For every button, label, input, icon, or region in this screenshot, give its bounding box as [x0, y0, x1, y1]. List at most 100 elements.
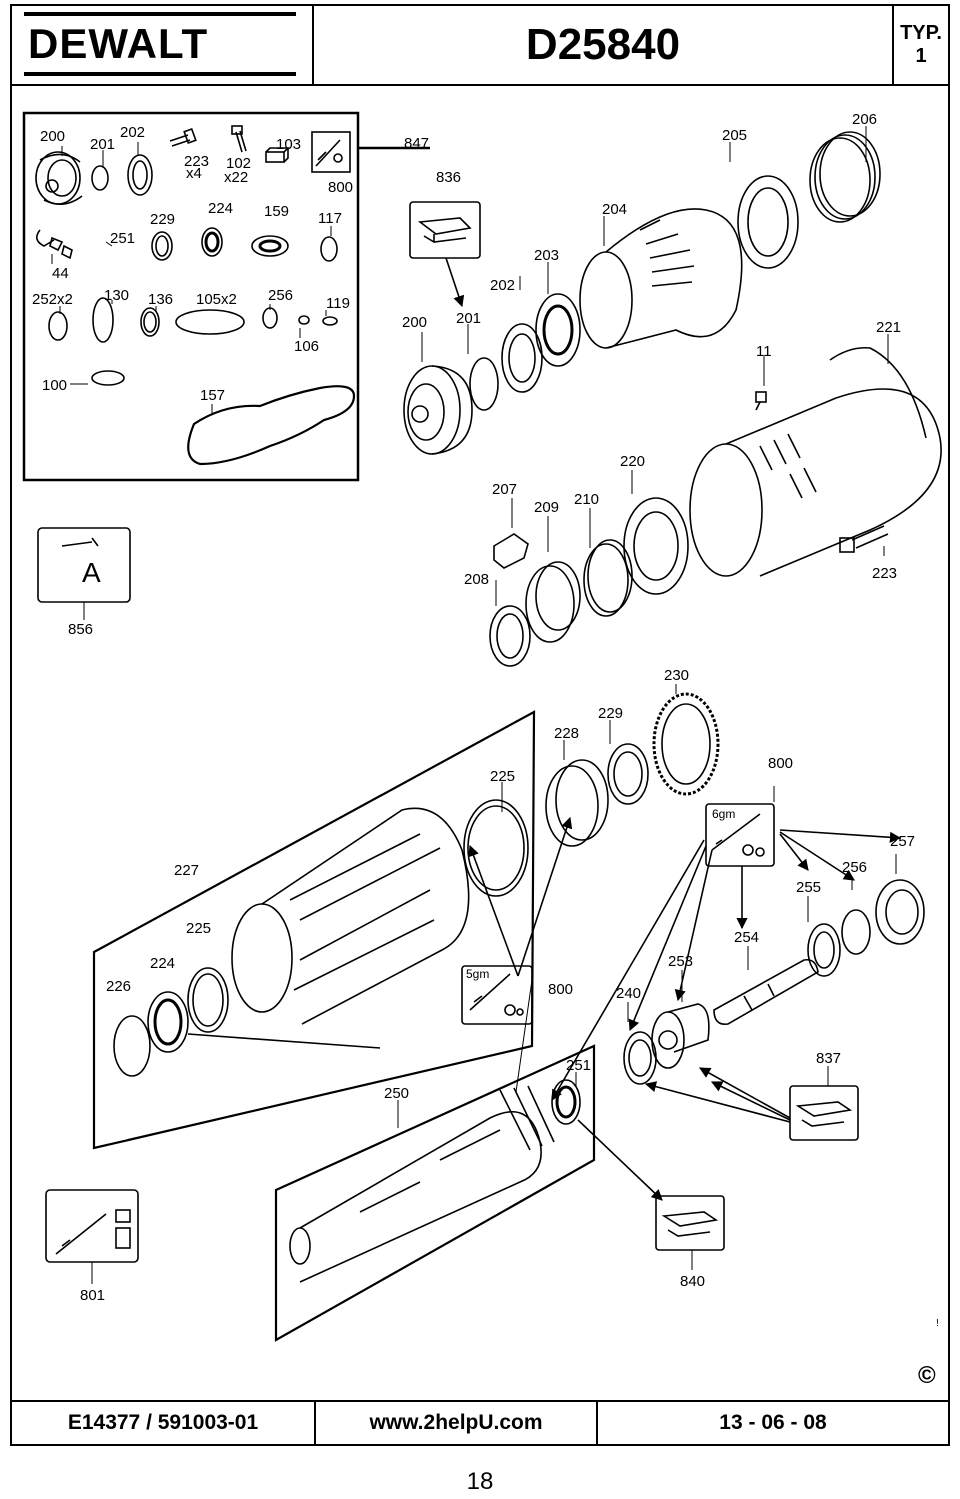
leader-837-253: [699, 1067, 791, 1119]
kit-part-102-screw: [231, 125, 247, 153]
label-227: 227: [174, 862, 199, 879]
part-250-spindle: [289, 1085, 555, 1283]
label-11: 11: [756, 343, 772, 360]
label-119: 119: [326, 295, 350, 312]
part-257-nut: [875, 879, 925, 945]
label-224b: 224: [150, 955, 175, 972]
brand-logo-cell: DEWALT: [12, 6, 314, 86]
part-204-sleeve: [579, 208, 743, 349]
gear-assembly-frame: [92, 710, 536, 1150]
label-223: 223: [184, 153, 209, 170]
kit-part-252-ring: [48, 311, 68, 341]
label-800a: 800: [768, 755, 793, 772]
part-226-ring: [113, 1015, 151, 1077]
leader-5gm-upper: [468, 844, 519, 977]
part-202-washer: [501, 323, 543, 393]
label-252: 252x2: [32, 291, 73, 308]
kit-part-800-grease-tube-icon: [311, 131, 351, 173]
part-256-washer: [841, 909, 871, 955]
part-210-spring: [583, 539, 633, 617]
label-201b: 201: [456, 310, 481, 327]
label-257: 257: [890, 833, 915, 850]
label-256b: 256: [842, 859, 867, 876]
label-200b: 200: [402, 314, 427, 331]
label-253: 253: [668, 953, 693, 970]
leader-6gm-240: [628, 845, 707, 1032]
leader-6gm-256: [779, 831, 855, 881]
part-225-ring-upper: [463, 799, 529, 897]
grease-6gm-box: [705, 803, 775, 867]
kit-part-106-ring: [298, 315, 310, 325]
kit-part-105-oring: [175, 309, 245, 335]
label-6gm: 6gm: [712, 807, 735, 821]
label-130: 130: [104, 287, 129, 304]
leader-837-240: [644, 1081, 791, 1123]
leader-6gm-253: [674, 849, 713, 1002]
service-kit-box: [22, 111, 360, 482]
kit-part-159-seal: [251, 235, 289, 257]
part-209-clutch: [525, 561, 581, 643]
label-801: 801: [80, 1287, 105, 1304]
label-228: 228: [554, 725, 579, 742]
label-251b: 251: [566, 1057, 591, 1074]
label-223b: 223: [872, 565, 897, 582]
part-801-grease-icon: [55, 1209, 131, 1255]
part-840-icon-box: [655, 1195, 725, 1251]
label-800: 800: [328, 179, 353, 196]
part-836-icon-box: [409, 201, 481, 259]
label-159: 159: [264, 203, 289, 220]
kit-part-100-oring: [91, 370, 125, 386]
label-223-qty: x4: [186, 165, 202, 182]
part-836-sleeve-icon: [417, 217, 472, 243]
part-205-collar: [737, 175, 799, 269]
label-136: 136: [148, 291, 173, 308]
kit-part-130-ring: [92, 297, 114, 343]
part-837-icon-box: [789, 1085, 859, 1141]
label-837: 837: [816, 1050, 841, 1067]
label-800b: 800: [548, 981, 573, 998]
label-206: 206: [852, 111, 877, 128]
kit-part-119-spring: [322, 316, 338, 326]
website-link[interactable]: www.2helpU.com: [316, 1402, 598, 1444]
label-836: 836: [436, 169, 461, 186]
label-106: 106: [294, 338, 319, 355]
grease-6gm-icon: [711, 813, 765, 857]
label-103: 103: [276, 136, 301, 153]
kit-part-103-grease: [265, 147, 290, 163]
small-mark: !: [936, 1318, 939, 1329]
footer-bar: E14377 / 591003-01 www.2helpU.com 13 - 0…: [10, 1400, 950, 1446]
copyright-symbol: ©: [918, 1362, 936, 1389]
part-208-ring: [489, 605, 531, 667]
kit-part-117-ring: [320, 236, 338, 262]
label-209: 209: [534, 499, 559, 516]
label-202b: 202: [490, 277, 515, 294]
kit-part-201-ring: [91, 165, 109, 191]
part-225-ring-lower: [187, 967, 229, 1033]
leader-836: [445, 257, 465, 308]
type-cell: TYP. 1: [892, 6, 948, 86]
label-229: 229: [150, 211, 175, 228]
grease-5gm-box: [461, 965, 533, 1025]
assembly-line-1: [187, 1033, 381, 1049]
label-250: 250: [384, 1085, 409, 1102]
label-5gm: 5gm: [466, 967, 489, 981]
part-837-sleeve-icon: [795, 1101, 853, 1127]
part-251-ring: [551, 1079, 581, 1125]
type-label: TYP.: [900, 22, 942, 44]
kit-part-229-ring: [151, 231, 173, 261]
logo-top-bar: [24, 12, 296, 16]
part-253-piston: [651, 1003, 710, 1069]
leader-6gm-251: [551, 839, 705, 1101]
grease-5gm-icon: [469, 973, 524, 1016]
leader-6gm-255: [779, 833, 809, 871]
kit-part-256-ring: [262, 307, 278, 329]
part-224-seal: [147, 991, 189, 1053]
part-840-sleeve-icon: [661, 1211, 719, 1237]
label-229b: 229: [598, 705, 623, 722]
label-157: 157: [200, 387, 225, 404]
spindle-frame: [274, 1044, 596, 1342]
page-number: 18: [466, 1468, 494, 1495]
leader-840: [577, 1119, 663, 1201]
label-255: 255: [796, 879, 821, 896]
kit-part-202-washer: [127, 154, 153, 196]
